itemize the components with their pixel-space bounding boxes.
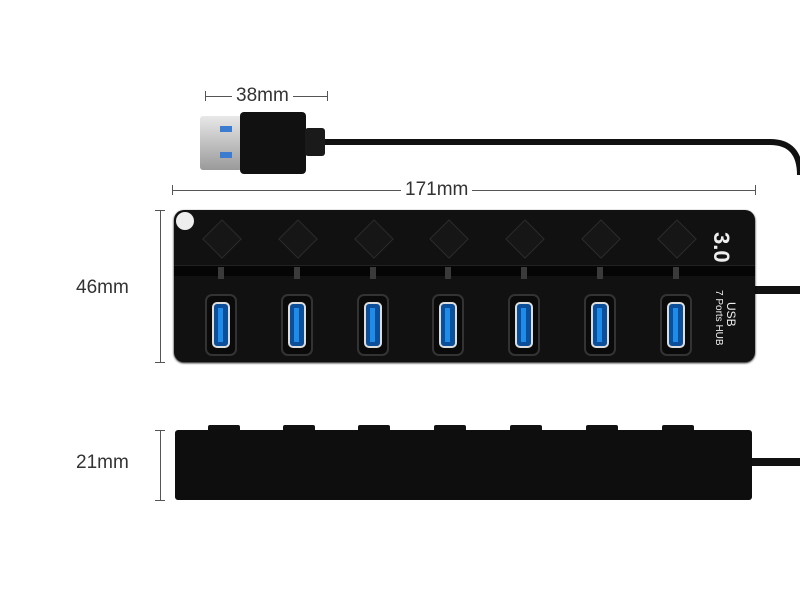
port-switch-button-5[interactable] (505, 219, 545, 259)
led-indicator (445, 267, 451, 279)
usb-hub-top-view: 3.0 USB 7 Ports HUB (174, 210, 755, 362)
side-button (358, 425, 390, 433)
dim-cap (755, 185, 756, 195)
dim-cap (155, 500, 165, 501)
side-button (510, 425, 542, 433)
side-button (208, 425, 240, 433)
dim-cap (327, 91, 328, 101)
lanyard-hole (176, 212, 194, 230)
side-button (662, 425, 694, 433)
version-label: 3.0 (709, 232, 734, 263)
dim-cap (172, 185, 173, 195)
usb-port-2[interactable] (281, 294, 313, 356)
side-button (586, 425, 618, 433)
port-switch-button-6[interactable] (581, 219, 621, 259)
dim-line-width (160, 210, 161, 362)
led-indicator (370, 267, 376, 279)
port-switch-button-4[interactable] (429, 219, 469, 259)
port-switch-button-2[interactable] (278, 219, 318, 259)
dim-cap (155, 362, 165, 363)
side-button (283, 425, 315, 433)
usb-hub-side-view (175, 430, 752, 500)
dim-label-plug: 38mm (232, 85, 293, 107)
led-indicator (521, 267, 527, 279)
dim-cap (205, 91, 206, 101)
usb-port-7[interactable] (660, 294, 692, 356)
dim-label-height: 21mm (72, 452, 133, 474)
led-indicator (294, 267, 300, 279)
dim-line-height (160, 430, 161, 500)
dim-cap (155, 210, 165, 211)
dim-label-width: 46mm (72, 277, 133, 299)
dim-label-length: 171mm (401, 179, 473, 201)
model-label: 7 Ports HUB (713, 290, 724, 346)
port-switch-button-1[interactable] (202, 219, 242, 259)
led-indicator (673, 267, 679, 279)
hub-groove (174, 265, 755, 276)
led-indicator (218, 267, 224, 279)
port-switch-button-7[interactable] (657, 219, 697, 259)
usb-port-3[interactable] (357, 294, 389, 356)
usb-port-5[interactable] (508, 294, 540, 356)
usb-port-4[interactable] (432, 294, 464, 356)
usb-port-1[interactable] (205, 294, 237, 356)
dim-cap (155, 430, 165, 431)
side-button (434, 425, 466, 433)
brand-label: USB (724, 302, 738, 327)
port-switch-button-3[interactable] (354, 219, 394, 259)
usb-plug-strain-relief (305, 128, 325, 156)
led-indicator (597, 267, 603, 279)
usb-plug-body (240, 112, 306, 174)
usb-plug-metal (200, 116, 242, 170)
usb-port-6[interactable] (584, 294, 616, 356)
